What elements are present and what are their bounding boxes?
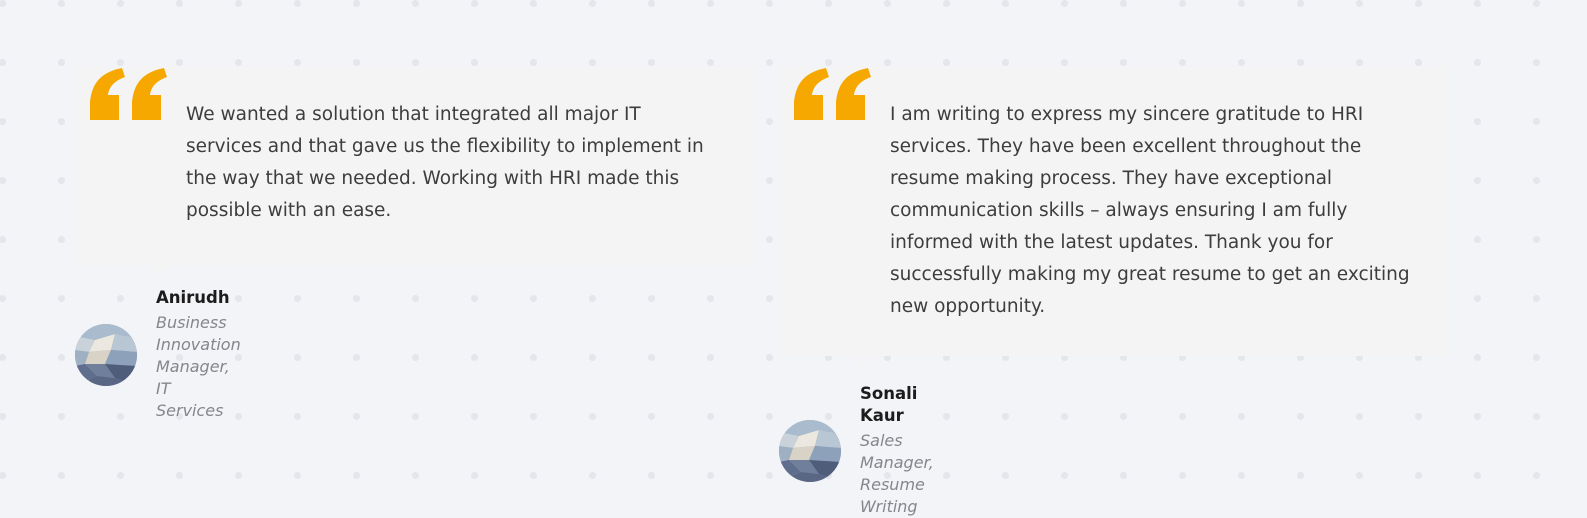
quote-line: I am writing to express my sincere grati… <box>890 104 1364 125</box>
avatar <box>779 420 841 482</box>
author-name: Sonali Kaur <box>860 384 918 425</box>
quote-line: the way that we needed. Working with HRI… <box>186 168 680 189</box>
quote-icon <box>792 68 872 124</box>
quote-line: possible with an ease. <box>186 200 392 221</box>
quote-line: resume making process. They have excepti… <box>890 168 1333 189</box>
quote-icon <box>88 68 168 124</box>
author-role: Sales Manager, Resume Writing <box>860 431 934 516</box>
testimonial-card: I am writing to express my sincere grati… <box>780 66 1448 368</box>
quote-line: successfully making my great resume to g… <box>890 264 1410 285</box>
author: Sonali Kaur Sales Manager, Resume Writin… <box>779 383 934 518</box>
avatar <box>75 324 137 386</box>
author-name: Anirudh <box>156 288 230 307</box>
testimonial-quote: We wanted a solution that integrated all… <box>186 99 726 227</box>
quote-line: informed with the latest updates. Thank … <box>890 232 1333 253</box>
author-info: Anirudh Business Innovation Manager, IT … <box>156 287 241 422</box>
quote-line: services and that gave us the flexibilit… <box>186 136 704 157</box>
testimonial-card: We wanted a solution that integrated all… <box>76 66 756 278</box>
testimonial-quote: I am writing to express my sincere grati… <box>890 99 1430 323</box>
quote-line: new opportunity. <box>890 296 1046 317</box>
author-role: Business Innovation Manager, IT Services <box>156 313 241 420</box>
quote-line: We wanted a solution that integrated all… <box>186 104 641 125</box>
quote-line: services. They have been excellent throu… <box>890 136 1362 157</box>
author: Anirudh Business Innovation Manager, IT … <box>75 287 241 422</box>
author-info: Sonali Kaur Sales Manager, Resume Writin… <box>860 383 934 518</box>
quote-line: communication skills – always ensuring I… <box>890 200 1348 221</box>
